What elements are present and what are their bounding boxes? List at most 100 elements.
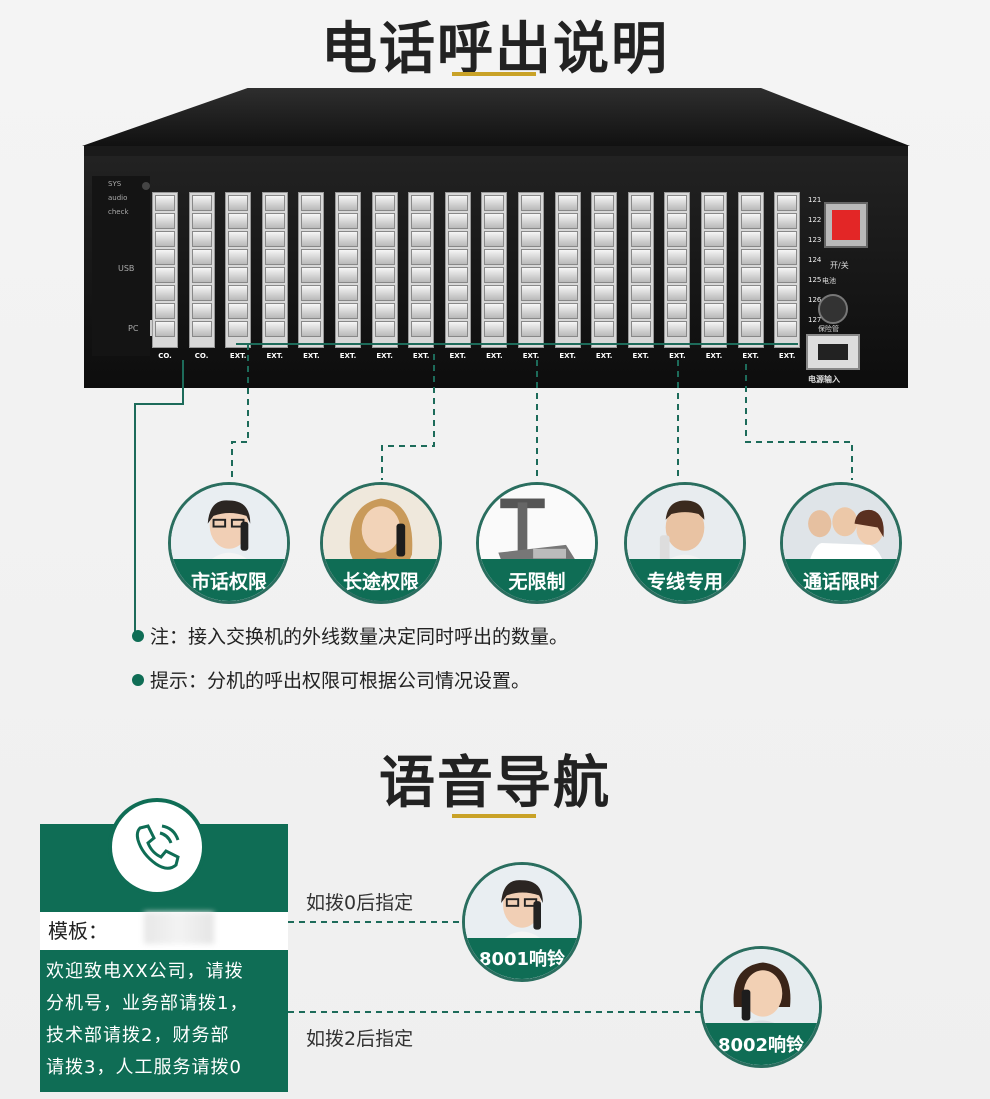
port-column [408,192,435,348]
rj11-jack [630,303,651,319]
pc-label: PC [128,324,139,333]
rj11-jack [594,321,615,337]
rj11-jack [740,321,761,337]
rj11-jack [228,231,249,247]
rj11-jack [447,249,468,265]
permission-local: 市话权限 [168,482,290,604]
blurred-name [144,912,214,944]
rj11-jack [521,285,541,301]
rj11-jack [777,231,798,247]
route-2-text: 如拨2后指定 [306,1028,414,1050]
power-switch[interactable] [824,202,868,248]
rj11-jack [228,303,249,319]
rj11-jack [301,249,322,265]
rj11-jack [264,321,285,337]
rj11-jack [667,195,688,211]
rj11-jack [155,231,175,247]
rj11-jack [630,231,651,247]
device-left-panel: SYS audio check USB PC [92,176,168,356]
rj11-jack [155,195,175,211]
template-text: 欢迎致电XX公司，请拨 分机号，业务部请拨1， 技术部请拨2，财务部 请拨3，人… [40,950,288,1092]
port-number: 124 [808,256,822,264]
port-column [335,192,361,348]
template-line: 欢迎致电XX公司，请拨 [46,961,244,982]
port-group-label: EXT. [778,352,796,360]
rj11-jack [411,231,432,247]
rj11-jack [704,195,724,211]
rj11-jack [228,213,249,229]
port-number: 126 [808,296,822,304]
rj11-jack [264,231,285,247]
rj11-jack [411,249,432,265]
rj11-jack [191,321,212,337]
fuse-knob[interactable] [818,294,848,324]
rj11-jack [411,213,432,229]
rj11-jack [521,249,541,265]
switch-label: 开/关 [830,261,849,270]
rj11-jack [557,213,578,229]
ivr-title: 语音导航 [379,751,611,816]
port-column [444,192,471,348]
rj11-jack [740,267,761,283]
port-column [481,192,508,348]
rj11-jack [338,285,358,301]
rj11-jack [301,285,322,301]
sys-label: SYS [108,180,122,188]
rj11-jack [374,267,395,283]
fuse-label: 保险管 [818,325,839,333]
bullet-dot [132,674,144,686]
rj11-jack [484,321,505,337]
power-input-label: 电源输入 [808,375,840,384]
port-group-label: CO. [194,352,209,360]
rj11-jack [411,267,432,283]
rj11-jack [447,267,468,283]
port-group-label: EXT. [595,352,613,360]
phone-ring-icon [135,824,180,870]
rj11-jack [228,195,249,211]
port-group-label: EXT. [559,352,576,360]
rj11-jack [594,303,615,319]
rj11-jack [264,195,285,211]
note-text: 注：接入交换机的外线数量决定同时呼出的数量。 [150,626,569,648]
port-column [518,192,544,348]
rj11-jack [594,231,615,247]
rj11-jack [264,213,285,229]
rj11-jack [484,195,505,211]
rj11-jack [301,213,322,229]
rj11-jack [155,321,175,337]
ring-label: 8001响铃 [465,937,579,979]
ring-8002: 8002响铃 [700,946,822,1068]
rj11-jack [191,213,212,229]
power-socket [806,334,860,370]
rj11-jack [557,303,578,319]
permission-unlimited: 无限制 [476,482,598,604]
rj11-jack [667,321,688,337]
permission-long-distance: 长途权限 [320,482,442,604]
rj11-jack [411,285,432,301]
rj11-jack [521,303,541,319]
rj11-jack [301,195,322,211]
rj11-jack [777,321,798,337]
reset-button[interactable] [142,182,150,190]
rj11-jack [228,321,249,337]
note-line-2: 提示：分机的呼出权限可根据公司情况设置。 [132,666,530,693]
rj11-jack [191,195,212,211]
port-column [737,192,764,348]
rj11-jack [191,285,212,301]
rj11-jack [484,267,505,283]
rj11-jack [630,249,651,265]
permission-dedicated: 专线专用 [624,482,746,604]
rj11-jack [374,285,395,301]
audio-label: audio [108,194,128,202]
port-column [371,192,398,348]
rj11-jack [155,285,175,301]
port-group-label: EXT. [486,352,503,360]
note-line-1: 注：接入交换机的外线数量决定同时呼出的数量。 [132,622,568,649]
bullet-dot [132,630,144,642]
rj11-jack [484,249,505,265]
title-underline [452,814,536,818]
rj11-jack [594,249,615,265]
rj11-jack [630,267,651,283]
rj11-jack [301,321,322,337]
rj11-jack [521,213,541,229]
